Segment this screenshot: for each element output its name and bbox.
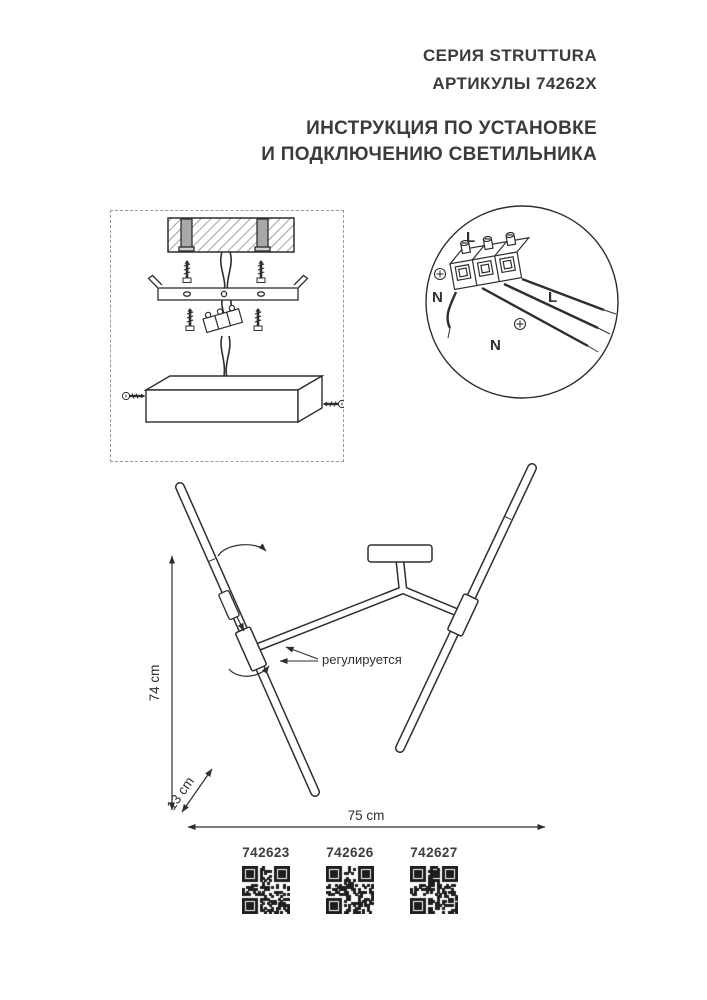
articles-row: 742623 742626 742627 <box>238 845 462 914</box>
series-title: СЕРИЯ STRUTTURA <box>423 46 597 65</box>
supply-wires <box>446 277 617 353</box>
article-number: 742627 <box>410 845 458 860</box>
install-diagram-box <box>110 210 344 462</box>
article-number: 742626 <box>326 845 374 860</box>
adjustable-arrows <box>279 646 319 665</box>
ground-screw-icon <box>433 267 447 281</box>
ceiling-canopy <box>367 544 433 563</box>
article-number: 742623 <box>242 845 290 860</box>
screw-icon <box>181 258 193 284</box>
right-clamp <box>447 593 479 637</box>
width-dimension-label: 75 cm <box>348 808 385 823</box>
detail-circle-outline <box>425 205 619 399</box>
terminal-screw-icon <box>460 239 472 255</box>
label-terminal-n: N <box>432 289 443 306</box>
instruction-title-line2: И ПОДКЛЮЧЕНИЮ СВЕТИЛЬНИКА <box>261 144 597 165</box>
screw-icon <box>252 306 264 332</box>
articles-title: АРТИКУЛЫ 74262X <box>432 74 597 93</box>
label-wire-n: N <box>490 337 501 354</box>
fixture-drawing: регулируется 74 cm 13 cm 75 cm <box>147 463 546 831</box>
mounting-bracket <box>147 274 309 301</box>
terminal-block-small <box>202 304 244 334</box>
side-screw-icon <box>121 391 147 401</box>
wires-to-base <box>220 335 231 383</box>
slider-piece <box>218 589 240 621</box>
article-item: 742627 <box>406 845 462 914</box>
article-item: 742626 <box>322 845 378 914</box>
wall-anchor <box>256 218 269 251</box>
height-dimension-label: 74 cm <box>147 665 162 702</box>
terminal-block <box>448 231 531 291</box>
support-arms <box>251 561 463 653</box>
rotation-arrows <box>217 543 270 677</box>
lamp-base-box <box>143 374 325 424</box>
article-item: 742623 <box>238 845 294 914</box>
ceiling <box>167 217 295 253</box>
wall-anchor <box>180 218 193 251</box>
label-wire-l: L <box>548 289 557 306</box>
ground-screw-icon <box>513 317 527 331</box>
header: СЕРИЯ STRUTTURA АРТИКУЛЫ 74262X ИНСТРУКЦ… <box>261 42 597 168</box>
terminal-screw-icon <box>482 235 494 251</box>
offset-dimension-label: 13 cm <box>164 774 197 813</box>
qr-code <box>242 866 290 914</box>
adjustable-label: регулируется <box>322 652 402 667</box>
qr-code <box>326 866 374 914</box>
qr-code <box>410 866 458 914</box>
screw-icon <box>255 258 267 284</box>
terminal-screw-icon <box>505 231 517 247</box>
wiring-detail-circle: L N L N <box>425 205 619 399</box>
ceiling-mount-diagram <box>121 217 344 424</box>
dimension-lines <box>168 555 546 831</box>
instruction-title-line1: ИНСТРУКЦИЯ ПО УСТАНОВКЕ <box>306 118 597 139</box>
screw-icon <box>184 306 196 332</box>
side-screw-icon <box>321 399 344 409</box>
label-terminal-l: L <box>466 229 475 246</box>
